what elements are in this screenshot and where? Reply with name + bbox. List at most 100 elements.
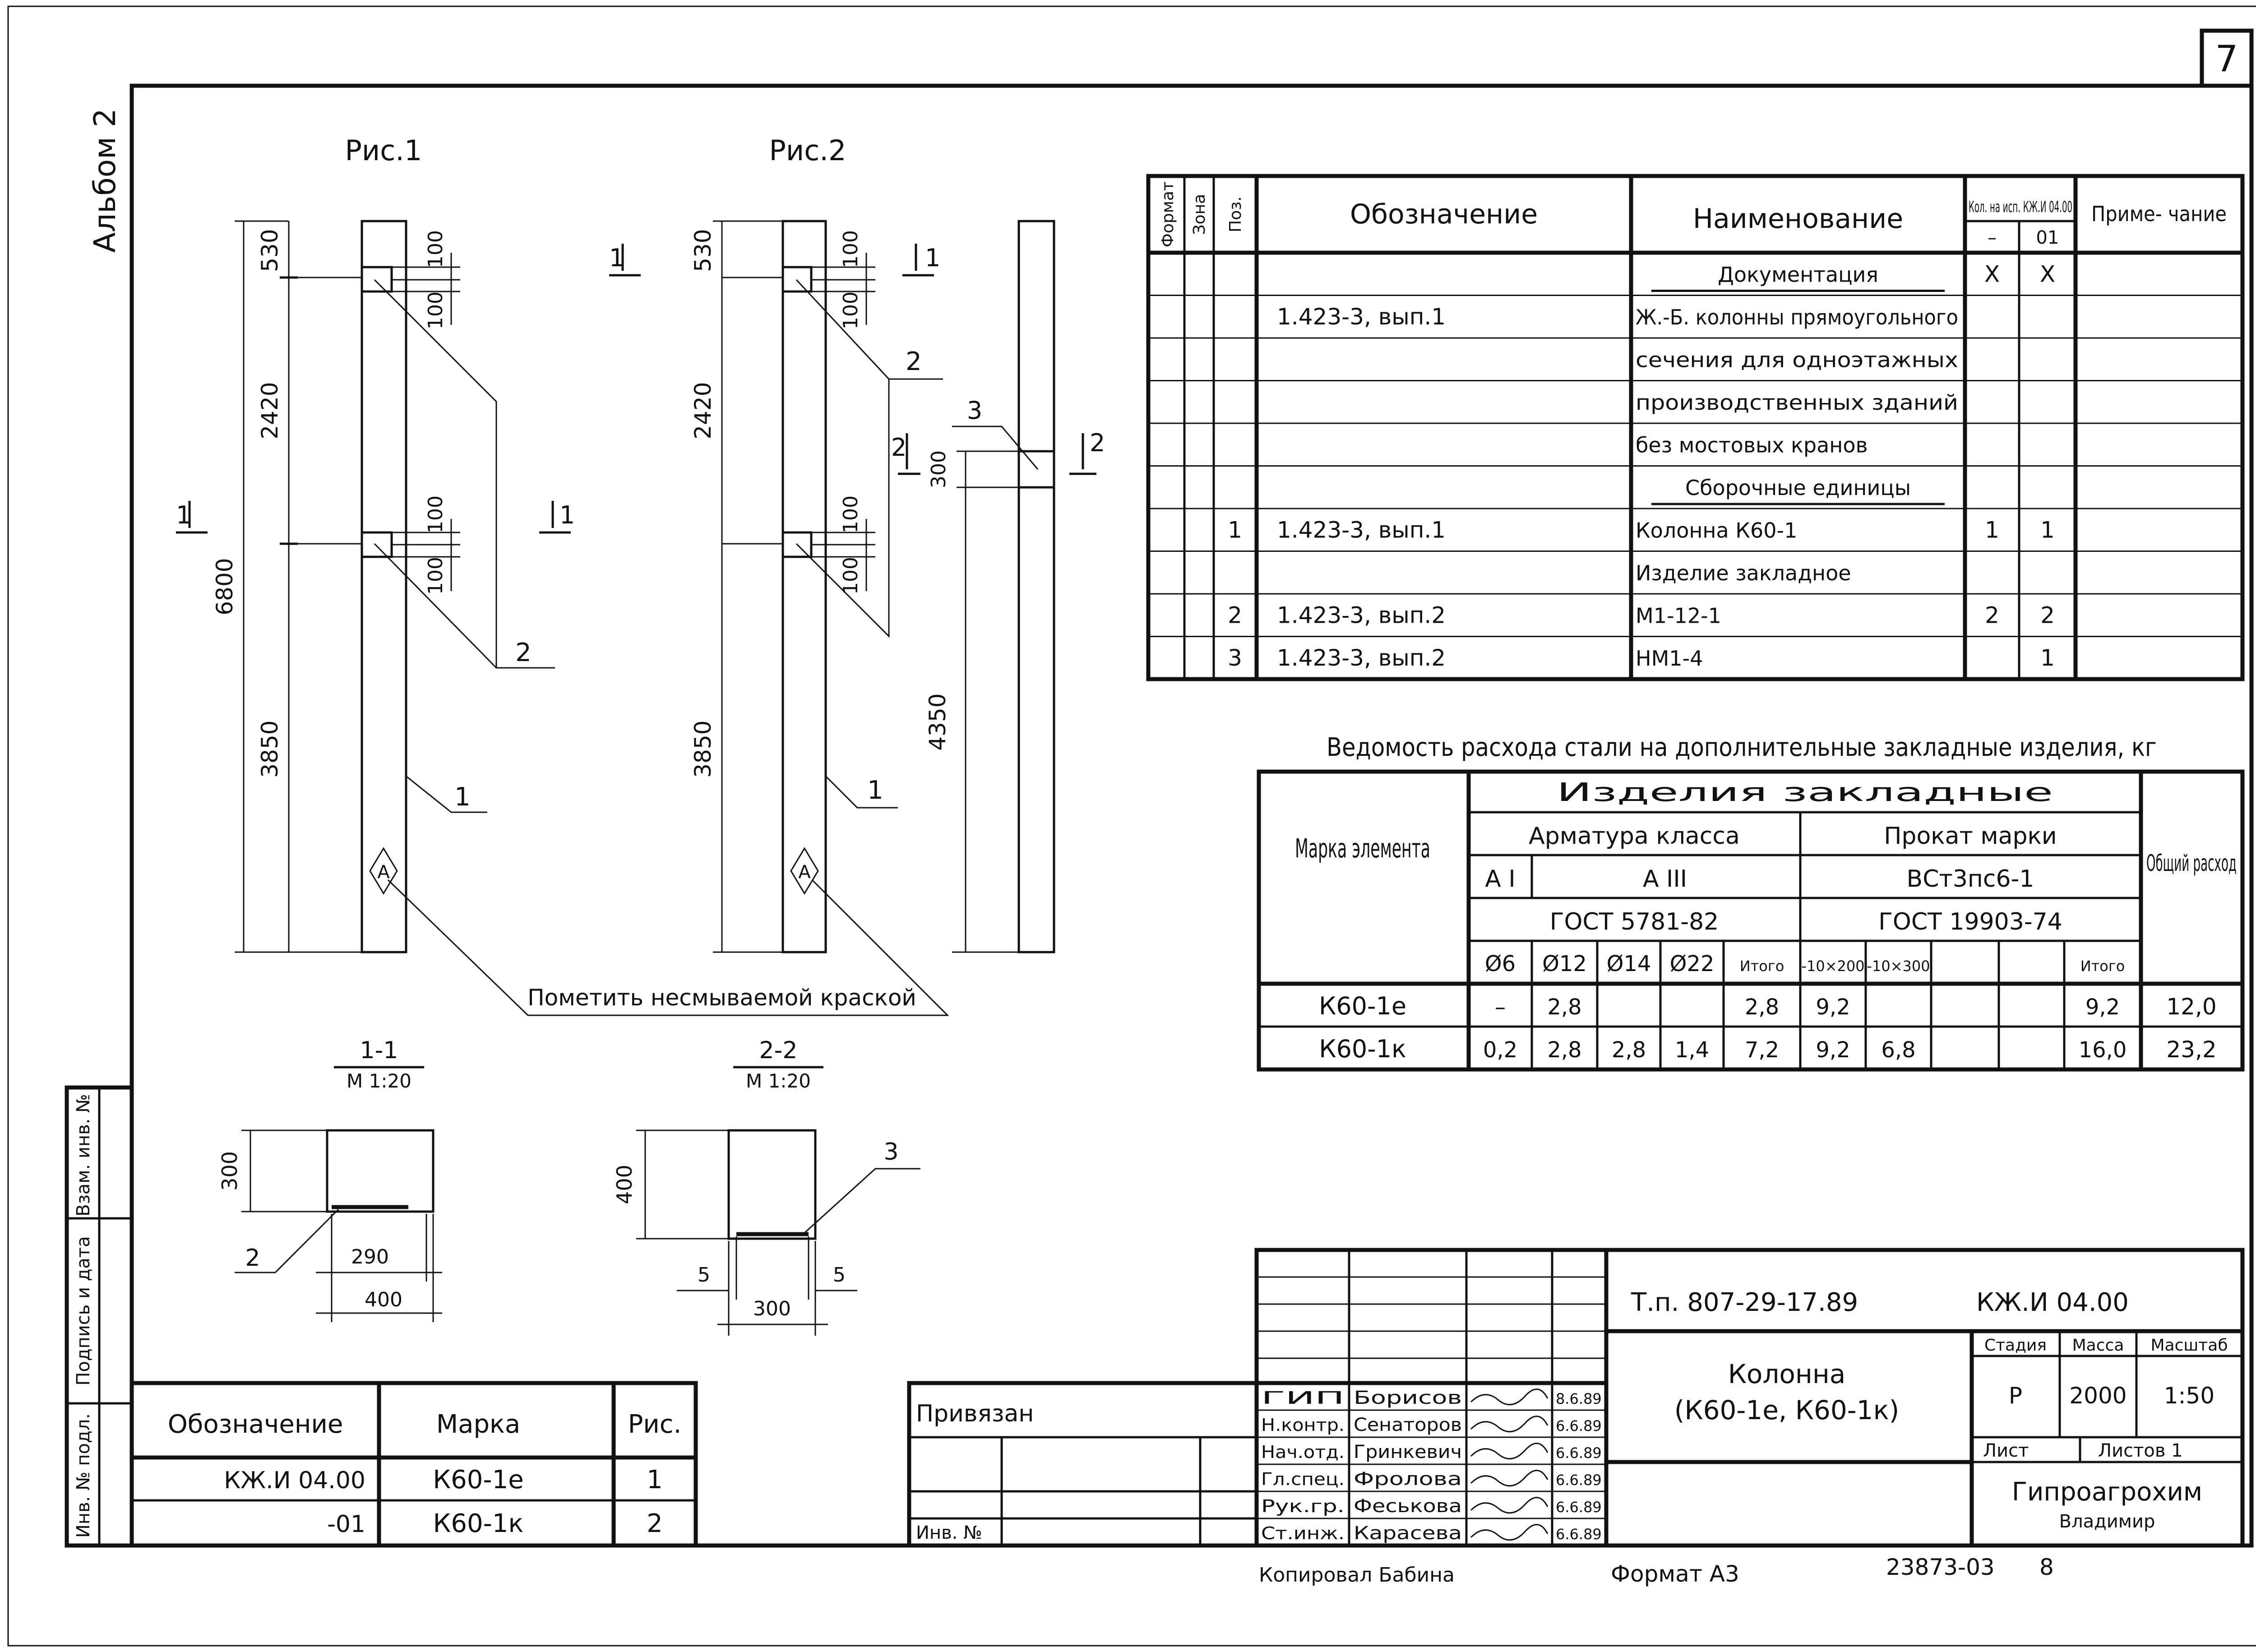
steel-row-mark: К60-1е xyxy=(1319,992,1406,1020)
privyazan-inv: Инв. № xyxy=(916,1522,982,1543)
steel-col-header: Ø12 xyxy=(1542,951,1587,976)
signature-icon xyxy=(1470,1388,1549,1406)
s22-dim-a: 5 xyxy=(698,1263,710,1286)
tb-person-name: Феськова xyxy=(1354,1496,1462,1517)
steel-h-gost1: ГОСТ 5781-82 xyxy=(1550,908,1719,935)
figure-1: Рис.1 530 2420 3850 6800 100 100 100 100… xyxy=(176,134,575,953)
privyazan-block: Привязан Инв. № xyxy=(907,1381,1259,1548)
steel-cell: 9,2 xyxy=(2085,995,2120,1020)
tb-person-name: Гринкевич xyxy=(1354,1442,1462,1462)
steel-h-items: Изделия закладные xyxy=(1557,778,2053,807)
steel-cell: 2,8 xyxy=(1547,995,1581,1020)
tb-person-date: 6.6.89 xyxy=(1556,1417,1602,1435)
spec-designation: 1.423-3, вып.1 xyxy=(1277,517,1446,543)
tb-h-scale: Масштаб xyxy=(2150,1336,2228,1355)
variants-h-designation: Обозначение xyxy=(168,1410,343,1439)
spec-designation: 1.423-3, вып.2 xyxy=(1277,645,1446,671)
steel-h-aiii: А III xyxy=(1643,865,1687,893)
fig2-plate-mid xyxy=(781,531,813,558)
spec-name: НМ1-4 xyxy=(1636,646,1703,671)
spec-name: М1-12-1 xyxy=(1636,603,1721,628)
fig1-plate-mid xyxy=(361,531,393,558)
outer-frame xyxy=(7,5,2256,1647)
s22-outline xyxy=(727,1129,817,1240)
steel-h-vst: ВСт3пс6-1 xyxy=(1907,865,2034,893)
title-block: Т.п. 807-29-17.89 КЖ.И 04.00 Колонна (К6… xyxy=(1254,1248,2245,1548)
fig2-title: Рис.2 xyxy=(769,134,846,167)
fig1-dim-2420: 2420 xyxy=(257,382,283,439)
variant-fig: 1 xyxy=(647,1465,663,1495)
tb-doc: КЖ.И 04.00 xyxy=(1976,1288,2129,1317)
album-label: Альбом 2 xyxy=(88,108,122,253)
steel-h-rolled: Прокат марки xyxy=(1884,823,2057,850)
variant-mark: К60-1к xyxy=(433,1509,524,1538)
spec-h-designation: Обозначение xyxy=(1350,199,1538,230)
tb-scale: 1:50 xyxy=(2164,1383,2214,1409)
s22-dim-w: 300 xyxy=(753,1297,791,1320)
fig2-leader-2: 2 xyxy=(906,347,922,376)
paint-note: Пометить несмываемой краской xyxy=(527,985,916,1011)
tb-code: Т.п. 807-29-17.89 xyxy=(1631,1288,1858,1317)
steel-row-total: 12,0 xyxy=(2166,994,2216,1020)
fig1-plate-top xyxy=(361,266,393,293)
stamp-vzam-inv: Взам. инв. № xyxy=(73,1094,94,1217)
tb-person-date: 8.6.89 xyxy=(1556,1390,1602,1407)
variant-fig: 2 xyxy=(647,1509,663,1538)
tb-h-mass: Масса xyxy=(2072,1336,2124,1355)
variant-designation: -01 xyxy=(327,1511,365,1538)
fig1-dim-6800: 6800 xyxy=(212,558,238,615)
tb-person-role: Н.контр. xyxy=(1261,1415,1345,1435)
signature-icon xyxy=(1470,1470,1549,1487)
steel-col-header: Итого xyxy=(1740,958,1784,975)
fig2-cut-right: 1 xyxy=(925,244,940,272)
s22-dim-h: 400 xyxy=(612,1165,637,1204)
s22-title: 2-2 xyxy=(759,1037,798,1064)
spec-pos: 2 xyxy=(1228,602,1242,628)
tb-name-2: (К60-1е, К60-1к) xyxy=(1674,1395,1899,1425)
fig2-column xyxy=(781,220,827,953)
tb-person-name: Карасева xyxy=(1354,1523,1462,1544)
spec-name: сечения для одноэтажных xyxy=(1636,347,1958,372)
fig1-column xyxy=(361,220,407,953)
left-stamp: Инв. № подл. Подпись и дата Взам. инв. № xyxy=(65,1085,134,1548)
fig2-dim-2420: 2420 xyxy=(690,382,716,439)
tb-person-name: Фролова xyxy=(1354,1469,1462,1490)
fig2-dim-100c: 100 xyxy=(839,495,862,533)
fig2-marker-a: A xyxy=(798,862,811,883)
fig2-side-dim-300: 300 xyxy=(927,450,950,488)
variants-h-fig: Рис. xyxy=(628,1410,682,1439)
variant-mark: К60-1е xyxy=(433,1465,523,1495)
tb-person-date: 6.6.89 xyxy=(1556,1444,1602,1462)
fig2-plate-top xyxy=(781,266,813,293)
footer-copied: Копировал Бабина xyxy=(1259,1564,1455,1587)
fig2-dim-100a: 100 xyxy=(839,230,862,268)
steel-cell: 0,2 xyxy=(1483,1037,1517,1063)
variants-h-mark: Марка xyxy=(436,1410,520,1439)
fig2-side-cut-right: 2 xyxy=(1090,429,1105,457)
spec-name: Ж.-Б. колонны прямоугольного xyxy=(1636,305,1958,329)
signature-icon xyxy=(1470,1524,1549,1541)
fig2-dim-3850: 3850 xyxy=(690,720,716,777)
spec-qty-01: 2 xyxy=(2040,602,2055,628)
sheet-number-box xyxy=(2200,28,2254,88)
spec-h-pos: Поз. xyxy=(1226,196,1245,232)
fig2-dim-100b: 100 xyxy=(839,292,862,329)
spec-h-qty: Кол. на исп. КЖ.И 04.00 xyxy=(1969,198,2072,216)
spec-name: Колонна К60-1 xyxy=(1636,518,1797,542)
fig1-dim-3850: 3850 xyxy=(257,720,283,777)
footer-format: Формат А3 xyxy=(1611,1561,1739,1587)
steel-h-armature: Арматура класса xyxy=(1529,823,1740,850)
tb-person-name: Сенаторов xyxy=(1354,1415,1462,1435)
steel-cell: 2,8 xyxy=(1745,995,1779,1020)
spec-qty-base: 1 xyxy=(1985,517,1999,543)
spec-pos: 1 xyxy=(1228,517,1242,543)
fig2-side-leader-3: 3 xyxy=(967,396,982,425)
fig2-side-dim-4350: 4350 xyxy=(925,693,951,750)
fig2-side-view xyxy=(1017,220,1055,953)
section-2-2: 2-2 М 1:20 400 5 5 300 3 xyxy=(612,1037,920,1336)
steel-col-header: Ø22 xyxy=(1670,951,1715,976)
figure-2: Рис.2 530 2420 3850 100 100 100 100 2 1 … xyxy=(609,134,1105,953)
spec-qty-01: 1 xyxy=(2040,517,2055,543)
